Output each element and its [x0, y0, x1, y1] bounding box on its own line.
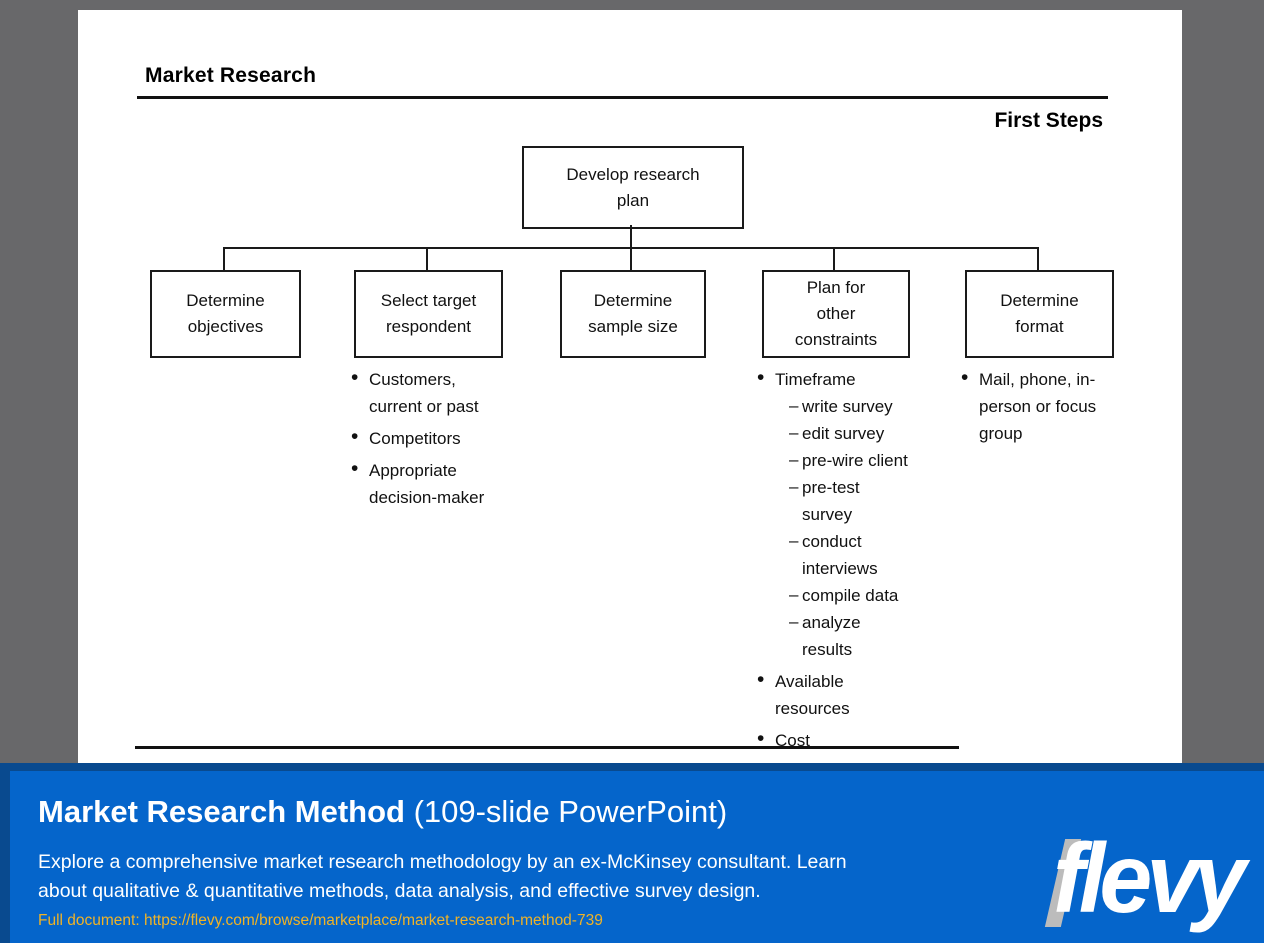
- document-title: Market Research Method (109-slide PowerP…: [38, 794, 727, 830]
- connector-root-drop: [630, 225, 632, 249]
- slide-preview: Market Research First Steps Develop rese…: [78, 10, 1182, 763]
- bullet-item: Cost: [757, 725, 942, 754]
- connector-stub-1: [222, 248, 225, 272]
- flowchart-box-1: Determine objectives: [150, 270, 301, 358]
- connector-stub-5: [1036, 248, 1039, 272]
- flowchart-box-5: Determine format: [965, 270, 1114, 358]
- bullet-list-5: Mail, phone, in- person or focus group: [961, 364, 1150, 452]
- flowchart-box-3: Determine sample size: [560, 270, 706, 358]
- slide-subtitle: First Steps: [994, 109, 1103, 132]
- document-title-name: Market Research Method: [38, 794, 405, 829]
- bottom-rule: [135, 746, 959, 749]
- sub-bullet-item: analyze results: [789, 608, 942, 663]
- bullet-item: Timeframewrite surveyedit surveypre-wire…: [757, 364, 942, 663]
- flevy-logo: flevy: [1044, 823, 1246, 933]
- document-title-format: (109-slide PowerPoint): [404, 794, 728, 829]
- slide-title: Market Research: [145, 64, 317, 87]
- sub-bullet-item: write survey: [789, 392, 942, 420]
- flowchart-root-box: Develop research plan: [522, 146, 744, 229]
- bullet-item: Customers, current or past: [351, 364, 530, 420]
- flowchart-box-2: Select target respondent: [354, 270, 503, 358]
- sub-bullet-list: write surveyedit surveypre-wire clientpr…: [789, 392, 942, 663]
- title-rule: [137, 96, 1108, 99]
- connector-stub-4: [833, 248, 835, 272]
- bullet-item: Appropriate decision-maker: [351, 455, 530, 511]
- full-document-link[interactable]: Full document: https://flevy.com/browse/…: [38, 912, 603, 929]
- sub-bullet-item: pre-test survey: [789, 473, 942, 528]
- connector-stub-2: [425, 248, 428, 272]
- connector-stub-3: [630, 248, 632, 272]
- sub-bullet-item: pre-wire client: [789, 446, 942, 474]
- bullet-item: Mail, phone, in- person or focus group: [961, 364, 1150, 447]
- bullet-list-2: Customers, current or pastCompetitorsApp…: [351, 364, 530, 516]
- sub-bullet-item: edit survey: [789, 419, 942, 447]
- sub-bullet-item: compile data: [789, 581, 942, 609]
- bullet-item: Competitors: [351, 423, 530, 452]
- bullet-list-4: Timeframewrite surveyedit surveypre-wire…: [757, 364, 942, 759]
- document-description: Explore a comprehensive market research …: [38, 851, 847, 902]
- flowchart-box-4: Plan for other constraints: [762, 270, 910, 358]
- bottom-banner: Market Research Method (109-slide PowerP…: [0, 763, 1264, 943]
- flevy-logo-text: flevy: [1052, 823, 1246, 933]
- bullet-item: Available resources: [757, 666, 942, 722]
- sub-bullet-item: conduct interviews: [789, 527, 942, 582]
- banner-left-strip: [0, 763, 10, 943]
